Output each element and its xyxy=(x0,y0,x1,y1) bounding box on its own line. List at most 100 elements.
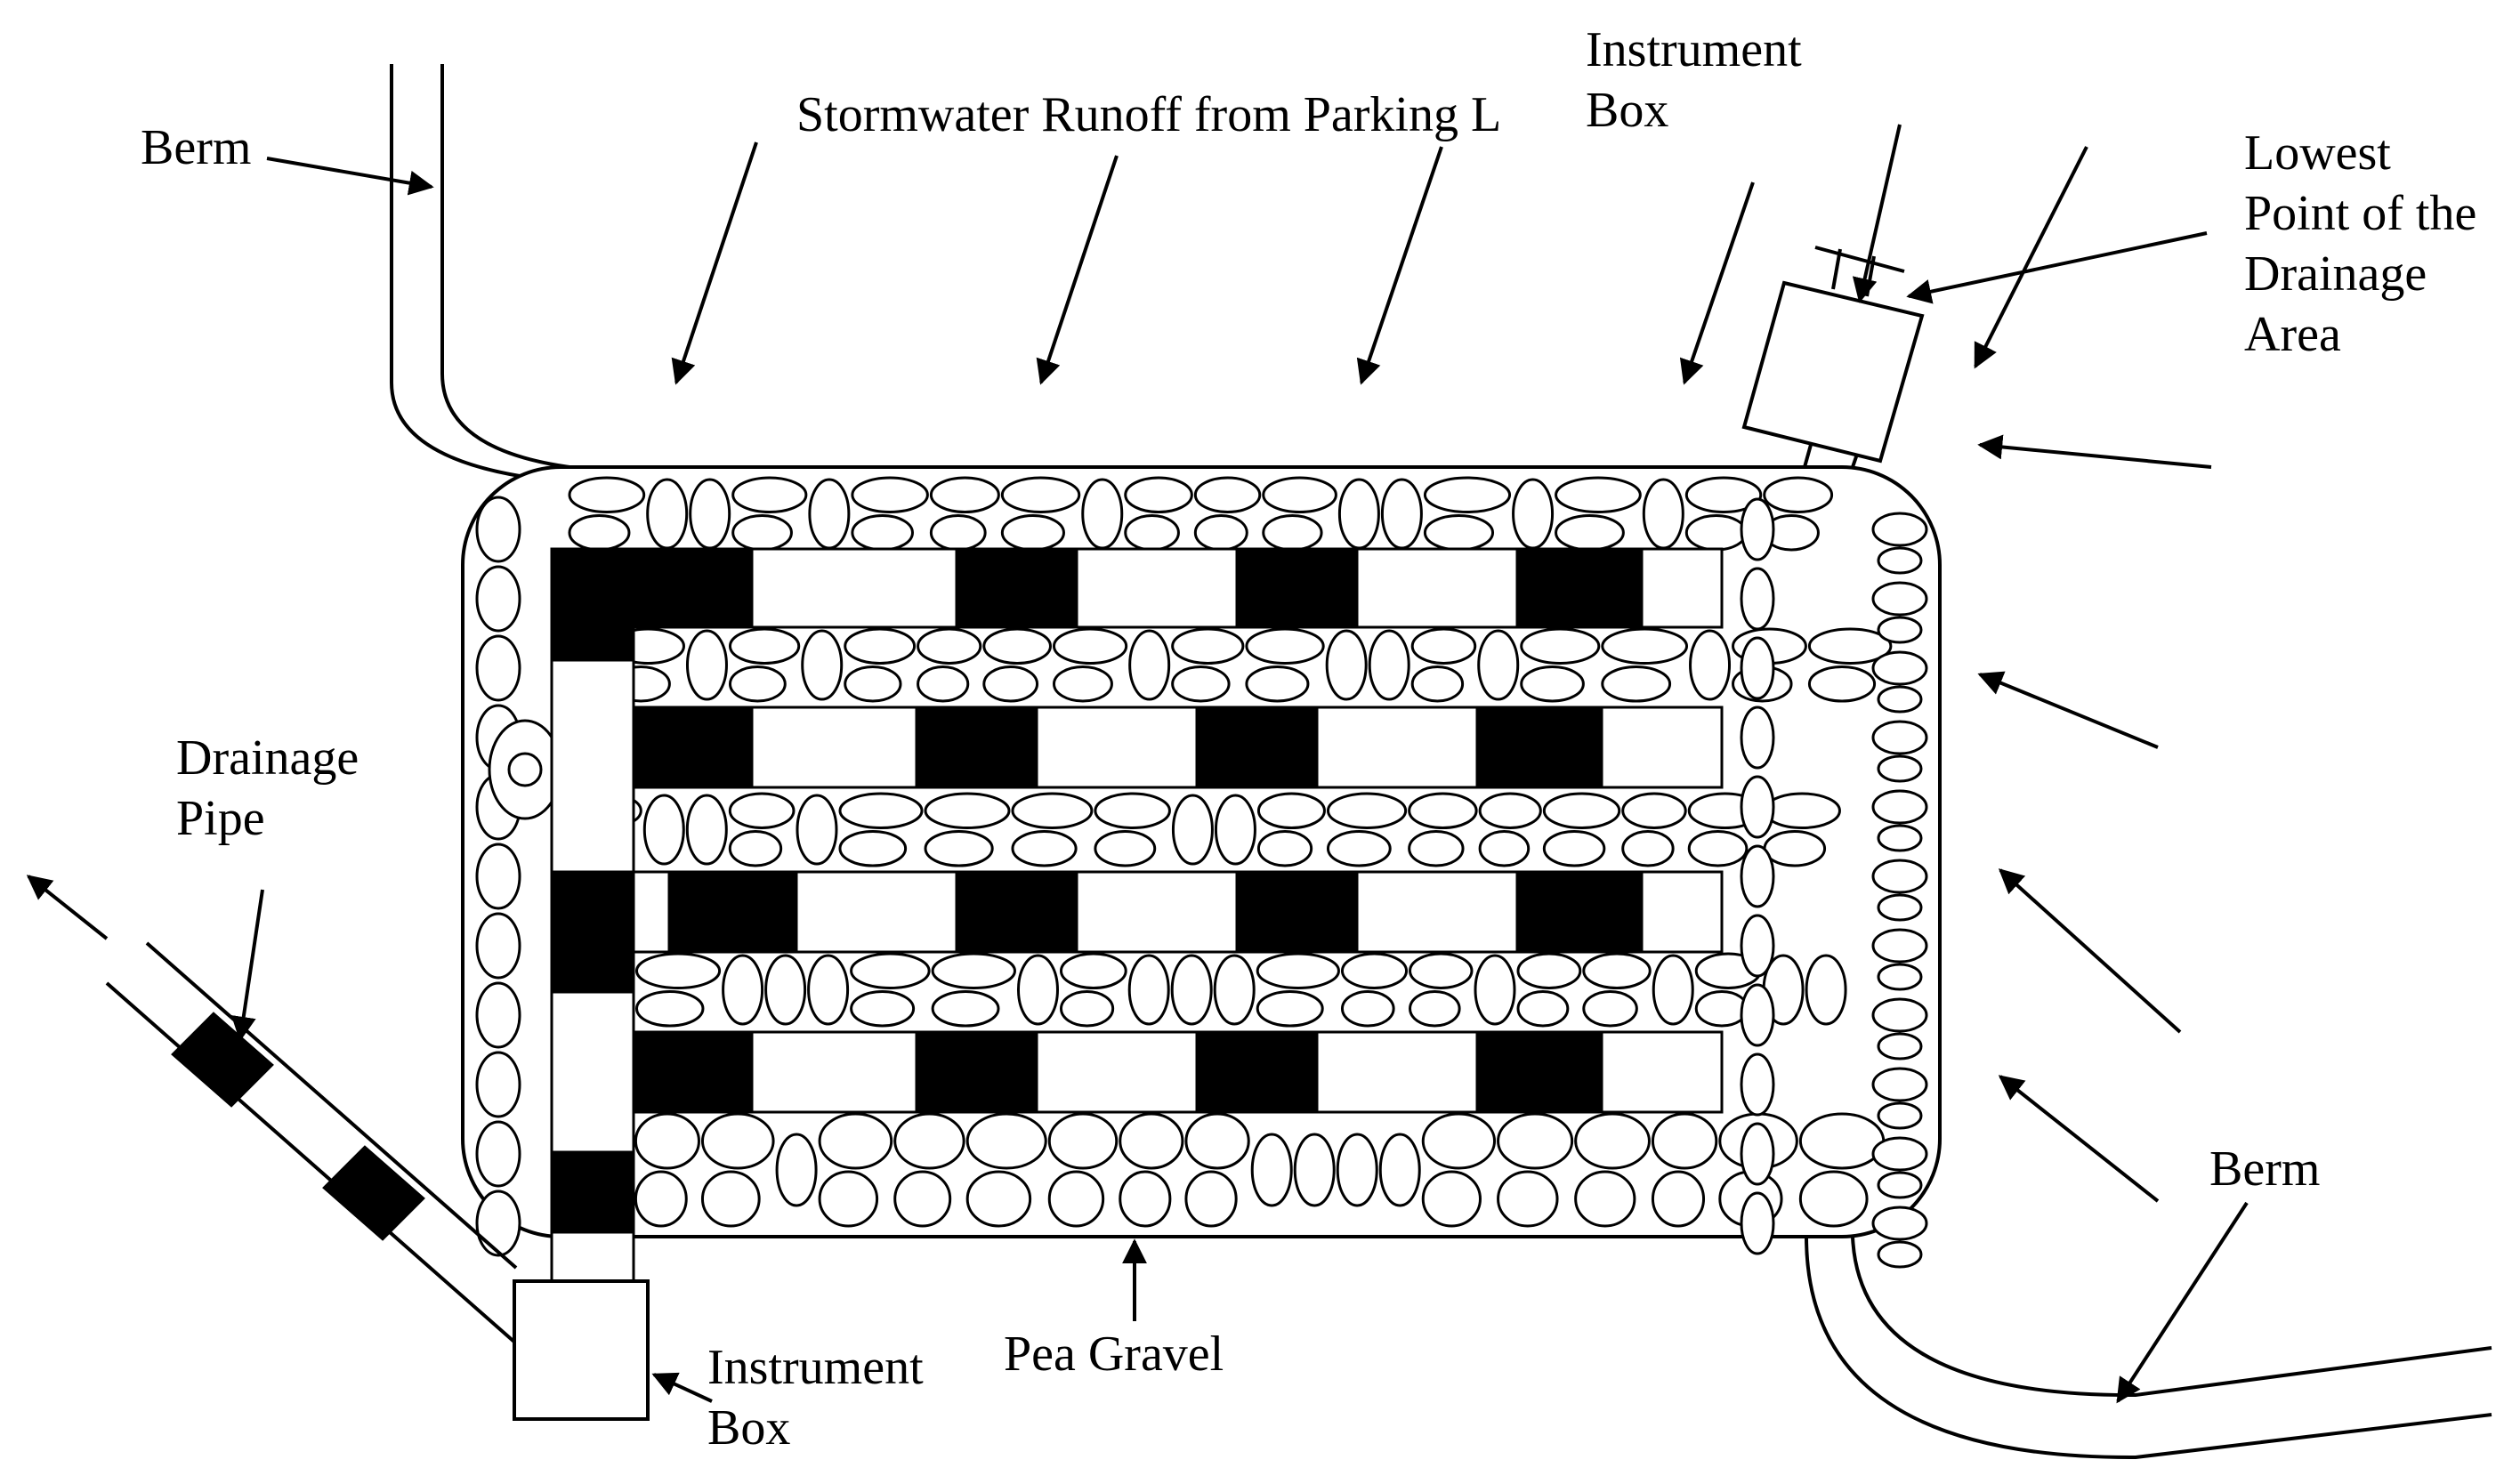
gravel-stone xyxy=(924,830,994,867)
instrument-box-top xyxy=(1741,246,1925,468)
gravel-stone xyxy=(1582,990,1638,1028)
gravel-stone xyxy=(731,476,808,513)
gravel-stone xyxy=(475,565,521,633)
gravel-stone xyxy=(1574,1170,1636,1228)
instrument-box-bottom-arrow xyxy=(651,1372,713,1403)
berm-top-arrow xyxy=(266,157,434,196)
gravel-stone xyxy=(1477,629,1520,701)
gravel-stone xyxy=(728,830,783,867)
pipe-perforation-block xyxy=(1475,1030,1603,1114)
gravel-stone xyxy=(1262,514,1323,552)
gravel-stone xyxy=(1871,650,1928,686)
gravel-stone xyxy=(1763,476,1834,513)
gravel-stone xyxy=(1047,1170,1105,1228)
drainage-pipe xyxy=(105,941,518,1345)
berm-bottom-arrow xyxy=(2116,1201,2249,1404)
gravel-stone xyxy=(1877,963,1923,991)
runoff-arrow-8 xyxy=(1977,671,2159,749)
gravel-stone xyxy=(1213,954,1256,1026)
gravel-stone xyxy=(1497,1112,1574,1170)
gravel-stone xyxy=(475,912,521,980)
gravel-stone xyxy=(475,981,521,1049)
gravel-stone xyxy=(1127,954,1170,1026)
gravel-stone xyxy=(1555,476,1642,513)
pipe-perforation-block xyxy=(1475,706,1603,789)
gravel-stone xyxy=(1871,1206,1928,1241)
label-drainage-pipe-2: Pipe xyxy=(176,791,265,846)
pipe-perforation-block xyxy=(550,1150,635,1234)
gravel-stone xyxy=(1574,1112,1651,1170)
gravel-stone xyxy=(1871,512,1928,547)
gravel-stone xyxy=(1687,830,1749,867)
gravel-stone xyxy=(1000,476,1081,513)
gravel-stone xyxy=(1877,616,1923,644)
gravel-stone xyxy=(1651,1112,1718,1170)
gravel-stone xyxy=(1256,792,1326,829)
gravel-stone xyxy=(1340,952,1409,989)
runoff-arrow-4 xyxy=(1679,181,1755,385)
gravel-stone xyxy=(1740,567,1775,631)
gravel-stone xyxy=(689,478,731,550)
gravel-stone xyxy=(1542,830,1606,867)
gravel-stone xyxy=(838,830,908,867)
gravel-stone xyxy=(1694,990,1749,1028)
gravel-stone xyxy=(1423,514,1495,552)
gravel-stone xyxy=(1877,685,1923,714)
gravel-stone xyxy=(982,665,1039,703)
gravel-stone xyxy=(965,1170,1032,1228)
gravel-stone xyxy=(1170,954,1213,1026)
pipe-perforation-block xyxy=(1235,870,1359,954)
gravel-stone xyxy=(1016,954,1059,1026)
gravel-stone xyxy=(475,496,521,563)
gravel-stone xyxy=(728,665,787,703)
runoff-arrow-3 xyxy=(1356,146,1443,385)
gravel-stone xyxy=(1059,952,1127,989)
gravel-stone xyxy=(1124,514,1180,552)
gravel-stone xyxy=(931,990,1000,1028)
gravel-stone xyxy=(1368,629,1410,701)
gravel-stone xyxy=(1871,997,1928,1033)
gravel-stone xyxy=(1081,478,1124,550)
drainage-pipe-arrow xyxy=(230,889,264,1042)
gravel-stone xyxy=(475,1120,521,1188)
label-instrument-box-top-1: Instrument xyxy=(1586,22,1802,77)
label-lowest-point-1: Lowest xyxy=(2244,125,2391,181)
runoff-arrow-6 xyxy=(1974,146,2088,369)
gravel-stone xyxy=(642,794,685,866)
gravel-stone xyxy=(1740,983,1775,1047)
pipe-perforation-block xyxy=(632,706,754,789)
gravel-stone xyxy=(924,792,1011,829)
gravel-stone xyxy=(1421,1112,1497,1170)
gravel-stone xyxy=(1325,629,1368,701)
pipe-perforation-block xyxy=(1235,547,1359,629)
runoff-arrow-7 xyxy=(1977,434,2212,469)
gravel-stone xyxy=(700,1112,775,1170)
lowest-point-arrow xyxy=(1906,231,2208,304)
label-lowest-point-2: Point of the xyxy=(2244,186,2477,241)
pipe-perforation-block xyxy=(1515,870,1644,954)
gravel-stone xyxy=(1340,990,1395,1028)
pipe-perforation-block xyxy=(632,547,754,629)
gravel-stone xyxy=(1871,581,1928,617)
gravel-stone xyxy=(1409,952,1474,989)
pipe-perforation-block xyxy=(955,870,1078,954)
gravel-stone xyxy=(1193,514,1248,552)
gravel-stone xyxy=(1520,665,1585,703)
gravel-stone xyxy=(1256,830,1313,867)
gravel-stone xyxy=(1184,1112,1250,1170)
gravel-stone xyxy=(1621,792,1687,829)
gravel-stone xyxy=(685,794,728,866)
gravel-stone xyxy=(1798,1170,1869,1228)
gravel-stone xyxy=(1877,893,1923,922)
gravel-stone xyxy=(1621,830,1675,867)
gravel-stone xyxy=(1474,954,1516,1026)
gravel-stone xyxy=(475,843,521,910)
gravel-stone xyxy=(1542,792,1621,829)
gravel-stone xyxy=(1052,627,1128,665)
gravel-stone xyxy=(1011,830,1078,867)
gravel-stone xyxy=(1807,665,1877,703)
perforated-pipes xyxy=(550,547,1724,1283)
gravel-stone xyxy=(808,478,851,550)
gravel-stone xyxy=(1877,1032,1923,1061)
label-instrument-box-bottom-1: Instrument xyxy=(707,1340,924,1395)
